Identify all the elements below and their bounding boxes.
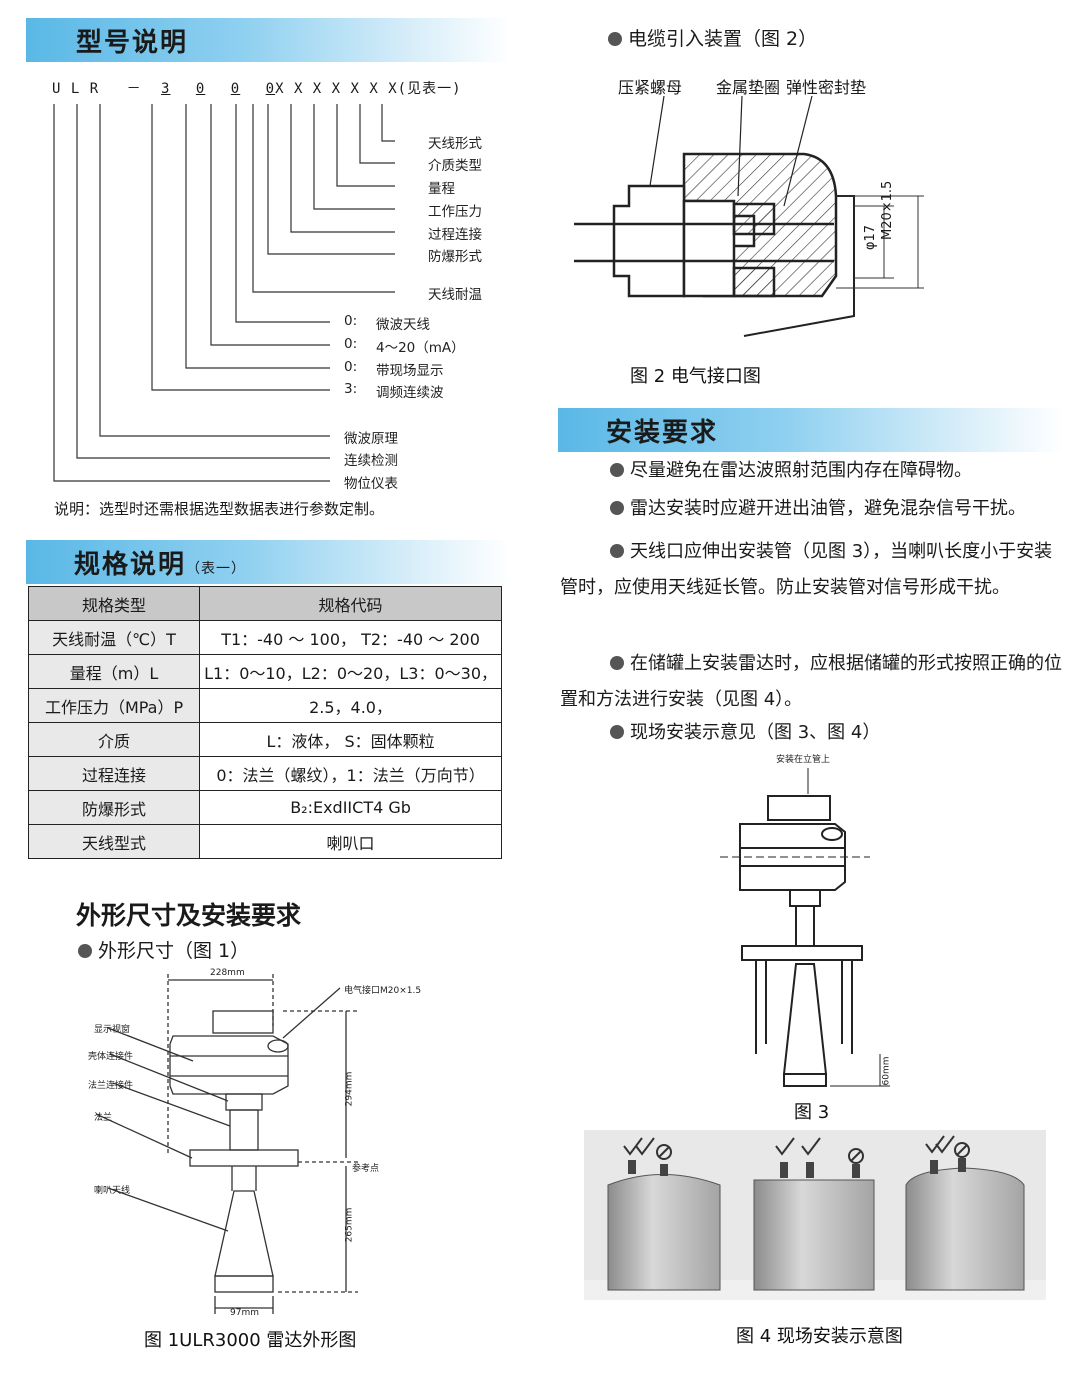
bullet-icon <box>610 463 624 477</box>
field-explosion-proof: 防爆形式 <box>428 249 482 265</box>
spec-section-banner <box>26 540 510 584</box>
cable-label-seal: 弹性密封垫 <box>786 78 867 97</box>
field-process-connection: 过程连接 <box>428 227 482 243</box>
label-shell-connector: 壳体连接件 <box>88 1052 134 1062</box>
dim-cable-interface: 电气接口M20×1.5 <box>344 986 422 996</box>
label-display-window: 显示视窗 <box>94 1025 131 1035</box>
figure3-pipe-mount <box>720 768 890 1087</box>
dim-height-upper: 294mm <box>344 1071 355 1107</box>
install-item-1: 尽量避免在雷达波照射范围内存在障碍物。 <box>610 458 1070 484</box>
install-item-5: 现场安装示意见（图 3、图 4） <box>610 720 1070 746</box>
dimension-section-title: 外形尺寸及安装要求 <box>76 901 302 930</box>
field-range: 量程 <box>428 181 455 197</box>
model-note: 说明：选型时还需根据选型数据表进行参数定制。 <box>54 500 385 518</box>
digit-label-4: 调频连续波 <box>376 385 444 401</box>
cable-label-washer: 金属垫圈 <box>716 78 781 97</box>
cable-label-nut: 压紧螺母 <box>618 78 683 97</box>
figure1-radar-outline <box>95 974 358 1314</box>
install-item-4: 在储罐上安装雷达时，应根据储罐的形式按照正确的位置和方法进行安装（见图 4）。 <box>560 653 1062 710</box>
label-reference-point: 参考点 <box>352 1164 380 1174</box>
digit-code-4: 3: <box>344 381 358 397</box>
letter-level-instrument: 物位仪表 <box>344 476 398 492</box>
digit-code-2: 0: <box>344 336 358 352</box>
bullet-icon <box>610 656 624 670</box>
field-antenna-type: 天线形式 <box>428 136 482 152</box>
bullet-icon <box>610 544 624 558</box>
bullet-icon <box>78 944 92 958</box>
spec-section-title: 规格说明（表一） <box>74 550 247 580</box>
model-section-banner <box>26 18 510 62</box>
cable-section-title: 电缆引入装置（图 2） <box>608 24 817 51</box>
figure2-cable-gland <box>574 96 924 337</box>
field-medium-type: 介质类型 <box>428 158 482 174</box>
install-section-title: 安装要求 <box>606 418 719 448</box>
field-pressure: 工作压力 <box>428 204 482 220</box>
letter-continuous: 连续检测 <box>344 453 398 469</box>
install-item-2: 雷达安装时应避开进出油管，避免混杂信号干扰。 <box>610 496 1070 522</box>
dim-width-bottom: 97mm <box>230 1308 259 1318</box>
model-code: U L R － 3 0 0 0X X X X X X X(见表一) <box>52 81 462 97</box>
digit-code-1: 0: <box>344 313 358 329</box>
figure4-tank-installation <box>584 1130 1046 1300</box>
fig3-dim: 60mm <box>881 1056 892 1086</box>
digit-label-3: 带现场显示 <box>376 363 444 379</box>
bullet-icon <box>610 501 624 515</box>
label-flange: 法兰 <box>94 1113 113 1123</box>
install-section-banner <box>558 408 1064 452</box>
spec-table-header: 规格类型 规格代码 <box>27 586 502 621</box>
dimension-subtitle: 外形尺寸（图 1） <box>78 936 249 963</box>
bullet-icon <box>610 725 624 739</box>
dim-height-lower: 265mm <box>344 1207 355 1243</box>
dim-m20-thread: M20×1.5 <box>880 180 895 240</box>
model-section-title: 型号说明 <box>76 28 189 58</box>
field-antenna-temp: 天线耐温 <box>428 287 482 303</box>
figure2-caption: 图 2 电气接口图 <box>630 366 761 387</box>
digit-code-3: 0: <box>344 359 358 375</box>
digit-label-1: 微波天线 <box>376 317 430 333</box>
label-horn-antenna: 喇叭天线 <box>94 1186 131 1196</box>
bullet-icon <box>608 32 622 46</box>
dim-phi17: φ17 <box>863 224 879 251</box>
model-code-tree <box>53 104 395 482</box>
header-spec-code: 规格代码 <box>199 586 502 621</box>
fig3-top-label: 安装在立管上 <box>776 755 831 765</box>
figure4-caption: 图 4 现场安装示意图 <box>736 1326 903 1347</box>
dim-width-top: 228mm <box>210 968 245 978</box>
digit-label-2: 4～20（mA） <box>376 340 465 356</box>
table-row: 天线型式喇叭口 <box>27 824 502 859</box>
install-item-3: 天线口应伸出安装管（见图 3），当喇叭长度小于安装管时，应使用天线延长管。防止安… <box>560 541 1053 598</box>
figure1-caption: 图 1ULR3000 雷达外形图 <box>144 1330 357 1351</box>
figure3-caption: 图 3 <box>794 1102 830 1123</box>
label-flange-connector: 法兰连接件 <box>88 1081 134 1091</box>
header-spec-type: 规格类型 <box>27 586 201 621</box>
letter-principle: 微波原理 <box>344 431 398 447</box>
